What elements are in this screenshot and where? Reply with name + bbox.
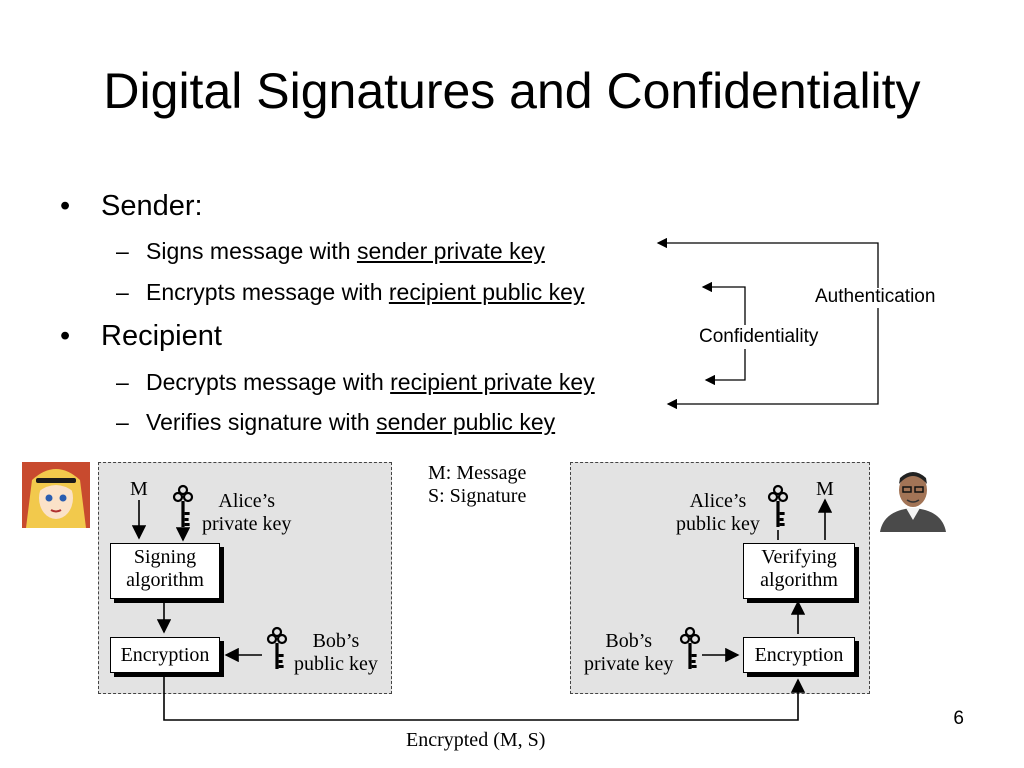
alice-private-key-icon bbox=[172, 484, 194, 529]
legend-signature: S: Signature bbox=[428, 485, 527, 507]
sender-message-label: M bbox=[130, 478, 148, 500]
box-line: algorithm bbox=[760, 569, 838, 591]
bob-public-key-label: Bob’s public key bbox=[294, 630, 378, 676]
confidentiality-label: Confidentiality bbox=[699, 326, 819, 347]
label-line: Bob’s bbox=[605, 630, 653, 652]
page-number: 6 bbox=[953, 708, 964, 729]
label-line: public key bbox=[676, 513, 760, 535]
confidentiality-bracket-bottom bbox=[704, 349, 746, 386]
sub-bullet-text: Verifies signature with bbox=[146, 409, 377, 435]
verifying-algorithm-box: Verifying algorithm bbox=[743, 543, 855, 599]
recipient-message-label: M bbox=[816, 478, 834, 500]
recipient-encryption-box: Encryption bbox=[743, 637, 855, 673]
bullet-dot: • bbox=[60, 320, 71, 352]
label-line: private key bbox=[584, 653, 674, 675]
label-line: Alice’s bbox=[218, 490, 276, 512]
alice-public-key-icon bbox=[767, 484, 789, 529]
authentication-label: Authentication bbox=[815, 286, 936, 307]
label-line: public key bbox=[294, 653, 378, 675]
bullet-dot: • bbox=[60, 190, 71, 222]
sub-bullet-dash: – bbox=[116, 369, 129, 395]
bob-public-key-icon bbox=[266, 626, 288, 671]
sender-public-key-term: sender public key bbox=[376, 409, 556, 435]
authentication-bracket-top bbox=[656, 237, 879, 288]
sender-encryption-box: Encryption bbox=[110, 637, 220, 673]
bob-avatar bbox=[878, 462, 948, 532]
recipient-private-key-term: recipient private key bbox=[390, 369, 595, 395]
sub-bullet-text: Decrypts message with bbox=[146, 369, 391, 395]
bullet-recipient-label: Recipient bbox=[101, 320, 222, 352]
legend: M: Message S: Signature bbox=[428, 462, 526, 508]
label-line: Alice’s bbox=[689, 490, 747, 512]
bullet-sender-label: Sender: bbox=[101, 190, 203, 222]
alice-private-key-label: Alice’s private key bbox=[202, 490, 291, 536]
signing-algorithm-box: Signing algorithm bbox=[110, 543, 220, 599]
alice-public-key-label: Alice’s public key bbox=[676, 490, 760, 536]
bob-private-key-icon bbox=[679, 626, 701, 671]
sub-bullet-text: Signs message with bbox=[146, 238, 357, 264]
encrypted-channel-label: Encrypted (M, S) bbox=[406, 729, 546, 751]
sender-private-key-term: sender private key bbox=[356, 238, 545, 264]
authentication-bracket-bottom bbox=[666, 308, 879, 410]
box-line: Verifying bbox=[761, 546, 837, 568]
sub-bullet-text: Encrypts message with bbox=[146, 279, 389, 305]
alice-avatar bbox=[22, 462, 90, 528]
label-line: private key bbox=[202, 513, 292, 535]
box-line: Signing bbox=[133, 546, 197, 568]
sub-bullet-dash: – bbox=[116, 409, 129, 435]
recipient-public-key-term: recipient public key bbox=[388, 279, 585, 305]
box-line: algorithm bbox=[126, 569, 204, 591]
encrypted-channel-arrow bbox=[163, 676, 806, 721]
label-line: Bob’s bbox=[312, 630, 360, 652]
bob-private-key-label: Bob’s private key bbox=[584, 630, 673, 676]
sub-bullet-dash: – bbox=[116, 279, 129, 305]
confidentiality-bracket-top bbox=[701, 281, 746, 325]
sub-bullet-dash: – bbox=[116, 238, 129, 264]
slide-title: Digital Signatures and Confidentiality bbox=[103, 63, 921, 119]
legend-message: M: Message bbox=[428, 462, 527, 484]
